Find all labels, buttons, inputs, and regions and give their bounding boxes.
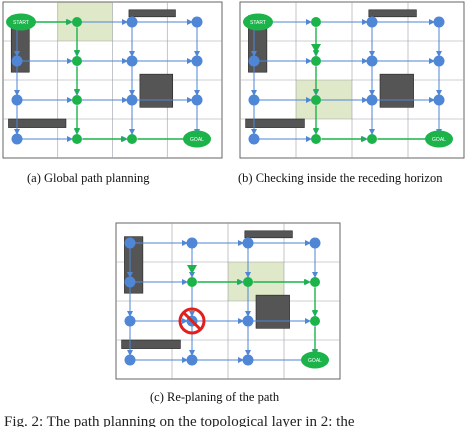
caption-b: (b) Checking inside the receding horizon [238, 171, 468, 185]
graph-node [248, 55, 260, 67]
start-node-label: START [13, 20, 29, 26]
graph-node [191, 55, 203, 67]
path-node [127, 134, 137, 144]
obstacle [139, 73, 174, 108]
graph-node [126, 94, 138, 106]
caption-a-text: Global path planning [44, 171, 150, 185]
start-node [6, 13, 36, 31]
caption-b-text: Checking inside the receding horizon [255, 171, 443, 185]
graph-node [11, 133, 23, 145]
path-node [72, 56, 82, 66]
current-position-marker [187, 265, 197, 274]
caption-c: (c) Re-planing of the path [150, 390, 350, 404]
obstacle [379, 73, 414, 108]
obstacle [244, 230, 293, 239]
start-node [243, 13, 273, 31]
graph-node [433, 16, 445, 28]
graph-node [186, 237, 198, 249]
graph-node [126, 16, 138, 28]
graph-node [433, 94, 445, 106]
topological-map-a: START GOAL [2, 1, 223, 159]
graph-node [242, 315, 254, 327]
goal-node-label: GOAL [308, 358, 322, 364]
graph-node [124, 237, 136, 249]
goal-node [183, 130, 211, 148]
path-node [367, 134, 377, 144]
graph-node [191, 16, 203, 28]
caption-a-letter: (a) [27, 171, 41, 185]
obstacle [368, 9, 417, 18]
path-node [72, 17, 82, 27]
current-position-marker [311, 44, 321, 53]
obstacle [8, 118, 67, 128]
caption-b-letter: (b) [238, 171, 253, 185]
graph-node [191, 94, 203, 106]
caption-c-letter: (c) [150, 390, 164, 404]
obstacle [255, 294, 290, 329]
path-node [72, 134, 82, 144]
graph-node [126, 55, 138, 67]
path-node [311, 95, 321, 105]
figure-caption-cut-off: Fig. 2: The path planning on the topolog… [0, 408, 474, 427]
goal-node [301, 351, 329, 369]
path-node [187, 277, 197, 287]
path-node [310, 277, 320, 287]
graph-node [242, 354, 254, 366]
path-node [72, 95, 82, 105]
caption-a: (a) Global path planning [27, 171, 217, 185]
path-node [243, 277, 253, 287]
caption-c-text: Re-planing of the path [167, 390, 280, 404]
panel-global-path-planning: START GOAL [0, 0, 225, 162]
topological-map-c: GOAL [115, 222, 341, 380]
blocked-sign-bar [182, 311, 202, 331]
graph-node [248, 94, 260, 106]
obstacle [121, 339, 181, 349]
goal-node-label: GOAL [432, 137, 446, 143]
graph-node [433, 55, 445, 67]
graph-node [124, 354, 136, 366]
start-node-label: START [250, 20, 266, 26]
goal-node-label: GOAL [190, 137, 204, 143]
graph-node [248, 133, 260, 145]
path-node [311, 56, 321, 66]
graph-node [366, 94, 378, 106]
graph-node [11, 94, 23, 106]
path-node [310, 316, 320, 326]
graph-node [309, 237, 321, 249]
panel-receding-horizon-check: START GOAL [237, 0, 467, 162]
goal-node [425, 130, 453, 148]
graph-node [186, 354, 198, 366]
obstacle [128, 9, 176, 18]
graph-node [242, 237, 254, 249]
topological-map-b: START GOAL [239, 1, 465, 159]
graph-node [366, 16, 378, 28]
path-node [311, 17, 321, 27]
graph-node [124, 315, 136, 327]
obstacle [245, 118, 305, 128]
figure-caption-text: Fig. 2: The path planning on the topolog… [4, 414, 355, 427]
panel-replanning: GOAL [113, 221, 343, 383]
blocked-sign-ring [178, 307, 206, 335]
graph-node [11, 55, 23, 67]
path-node [311, 134, 321, 144]
graph-node [366, 55, 378, 67]
graph-node [124, 276, 136, 288]
